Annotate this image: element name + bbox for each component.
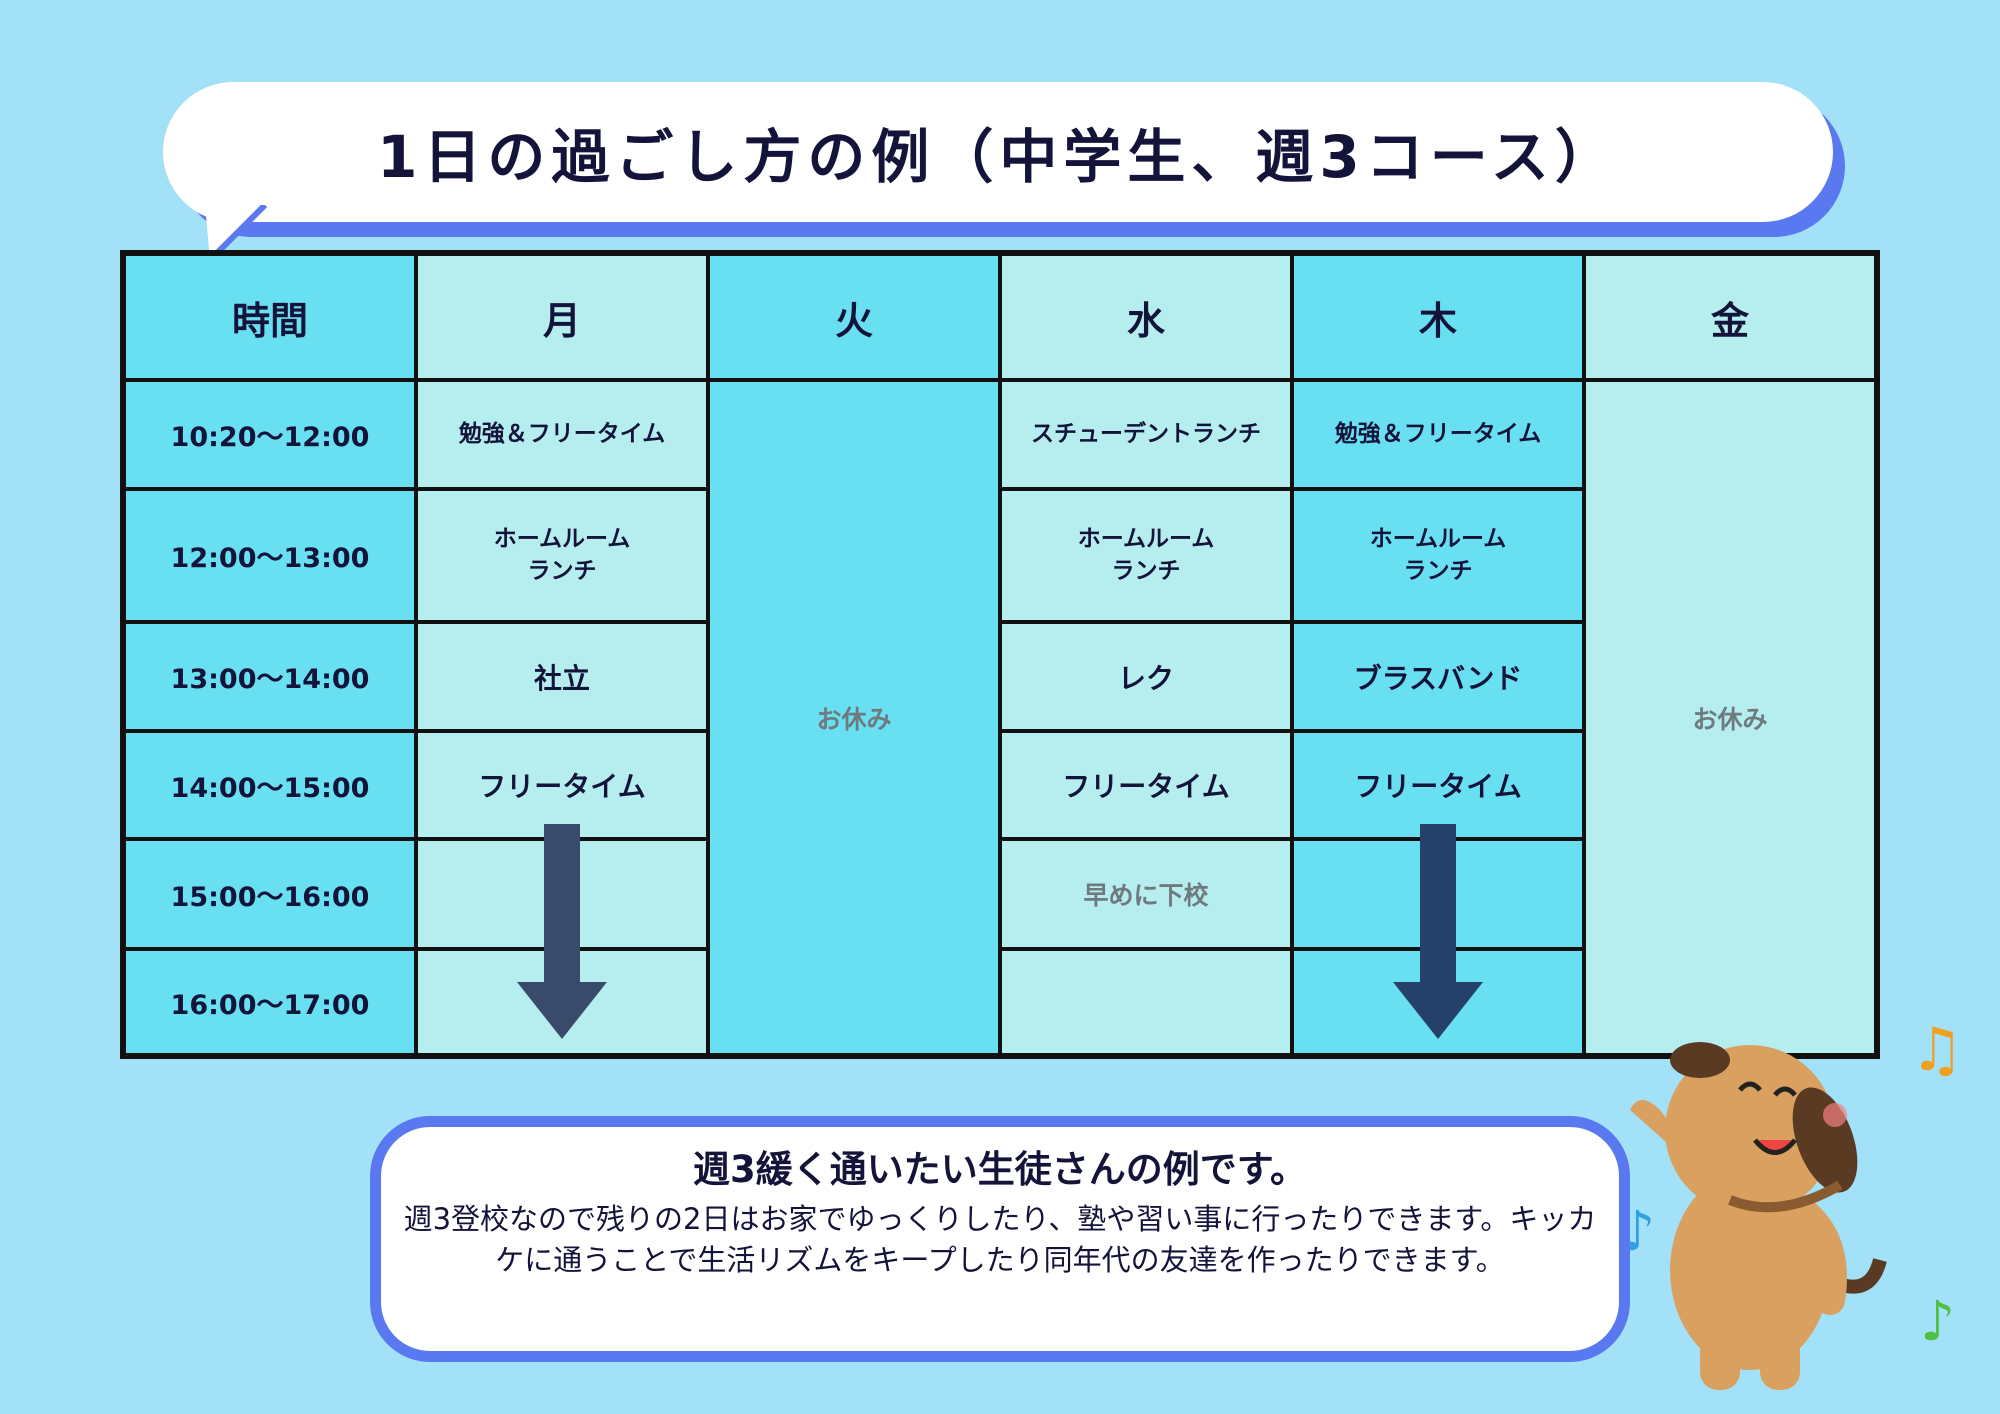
mon-cell: フリータイム (416, 731, 708, 839)
tue-cell-text: お休み (816, 704, 892, 734)
header-cell-text: 火 (834, 298, 873, 343)
header-cell: 月 (416, 254, 708, 380)
time-cell: 10:20〜12:00 (124, 380, 416, 489)
time-cell: 13:00〜14:00 (124, 622, 416, 731)
time-cell: 15:00〜16:00 (124, 839, 416, 949)
svg-text:♫: ♫ (1910, 1015, 1964, 1085)
time-cell-text: 14:00〜15:00 (170, 772, 370, 804)
wed-cell-text: 早めに下校 (1083, 881, 1209, 910)
note-box: 週3緩く通いたい生徒さんの例です。 週3登校なので残りの2日はお家でゆっくりした… (370, 1116, 1630, 1362)
mon-cell-text: フリータイム (478, 770, 646, 803)
note-heading: 週3緩く通いたい生徒さんの例です。 (692, 1148, 1308, 1191)
fri-cell-text: お休み (1692, 704, 1768, 734)
time-cell-text: 13:00〜14:00 (170, 664, 370, 695)
thu-cell: フリータイム (1292, 731, 1584, 839)
header-cell: 水 (1000, 254, 1292, 380)
mon-cell-text: 社立 (533, 661, 590, 695)
time-cell-text: 10:20〜12:00 (170, 422, 370, 453)
time-cell-text: 12:00〜13:00 (170, 543, 370, 574)
header-cell: 時間 (124, 254, 416, 380)
wed-cell-text: ホームルーム ランチ (1077, 526, 1215, 584)
wed-cell (1000, 949, 1292, 1055)
header-cell-text: 時間 (231, 298, 308, 343)
wed-cell: 早めに下校 (1000, 839, 1292, 949)
mon-cell-text: 勉強＆フリータイム (458, 420, 666, 447)
svg-text:♪: ♪ (1920, 1289, 1955, 1353)
down-arrow-icon (1393, 824, 1483, 1039)
thu-cell: 勉強＆フリータイム (1292, 380, 1584, 489)
thu-cell-text: 勉強＆フリータイム (1334, 420, 1542, 447)
header-cell-text: 水 (1126, 298, 1165, 343)
note-body: 週3登校なので残りの2日はお家でゆっくりしたり、塾や習い事に行ったりできます。キ… (403, 1202, 1597, 1278)
wed-cell-text: スチューデントランチ (1031, 420, 1261, 447)
header-cell: 金 (1584, 254, 1876, 380)
header-cell-text: 木 (1418, 298, 1457, 343)
page-title: 1日の過ごし方の例（中学生、週3コース） (377, 123, 1619, 191)
time-cell: 14:00〜15:00 (124, 731, 416, 839)
mon-cell: 社立 (416, 622, 708, 731)
time-cell-text: 15:00〜16:00 (170, 881, 370, 913)
title-bubble: 1日の過ごし方の例（中学生、週3コース） (163, 82, 1833, 222)
wed-cell-text: フリータイム (1062, 770, 1230, 803)
header-cell: 木 (1292, 254, 1584, 380)
thu-cell: ホームルーム ランチ (1292, 489, 1584, 622)
thu-cell-text: ブラスバンド (1353, 661, 1523, 695)
mon-cell: ホームルーム ランチ (416, 489, 708, 622)
schedule-table: 時間 月 火 水 木 金 10:20〜12:00 12:00〜13:00 13:00〜14:00… (120, 250, 1880, 1059)
header-cell-text: 金 (1710, 298, 1749, 343)
wed-cell-text: レク (1117, 661, 1174, 695)
wed-cell: ホームルーム ランチ (1000, 489, 1292, 622)
tue-cell: お休み (708, 380, 1000, 1055)
header-cell: 火 (708, 254, 1000, 380)
time-cell: 12:00〜13:00 (124, 489, 416, 622)
mon-cell: 勉強＆フリータイム (416, 380, 708, 489)
wed-cell: レク (1000, 622, 1292, 731)
thu-cell-text: ホームルーム ランチ (1369, 526, 1507, 584)
thu-cell: ブラスバンド (1292, 622, 1584, 731)
header-cell-text: 月 (542, 298, 581, 343)
thu-cell-text: フリータイム (1354, 770, 1522, 803)
dog-illustration: ♫ ♪ ♪ (1630, 1015, 1964, 1390)
down-arrow-icon (517, 824, 607, 1039)
wed-cell: フリータイム (1000, 731, 1292, 839)
svg-text:♪: ♪ (1630, 1199, 1655, 1263)
time-cell: 16:00〜17:00 (124, 949, 416, 1055)
mon-cell-text: ホームルーム ランチ (493, 526, 631, 584)
time-cell-text: 16:00〜17:00 (170, 989, 370, 1021)
fri-cell: お休み (1584, 380, 1876, 1055)
wed-cell: スチューデントランチ (1000, 380, 1292, 489)
